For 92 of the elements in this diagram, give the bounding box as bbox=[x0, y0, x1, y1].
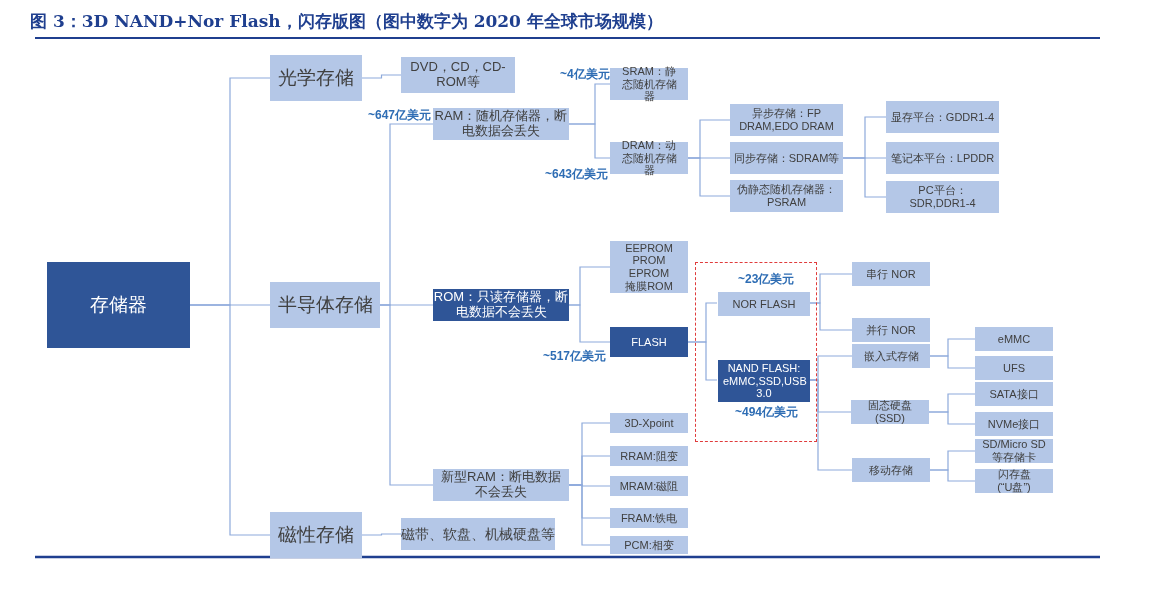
connector-line bbox=[929, 469, 976, 482]
node-label: eMMC bbox=[997, 332, 1031, 346]
node-label: 异步存储：FP DRAM,EDO DRAM bbox=[738, 107, 835, 133]
connector-line bbox=[361, 533, 402, 536]
connector-line bbox=[842, 157, 887, 198]
connector-line bbox=[929, 355, 976, 369]
process-box bbox=[401, 57, 515, 93]
node-label: NVMe接口 bbox=[987, 417, 1041, 431]
process-box bbox=[401, 518, 555, 550]
process-box bbox=[730, 104, 843, 136]
connector-line bbox=[687, 341, 718, 381]
node-label: PCM:相变 bbox=[624, 538, 674, 552]
node-label: ROM：只读存储器，断电数据不会丢失 bbox=[433, 290, 569, 320]
process-box bbox=[270, 512, 362, 558]
process-box bbox=[270, 282, 380, 328]
process-box bbox=[975, 469, 1053, 493]
dashed-group-frame bbox=[695, 262, 817, 442]
node-label: 磁带、软盘、机械硬盘等 bbox=[401, 525, 555, 543]
process-box bbox=[852, 458, 930, 482]
connector-line bbox=[568, 123, 611, 159]
connector-line bbox=[568, 484, 611, 546]
process-box bbox=[852, 262, 930, 286]
market-size-label: ~23亿美元 bbox=[738, 271, 795, 288]
process-box bbox=[47, 262, 190, 348]
process-box bbox=[730, 180, 843, 212]
node-label: DVD，CD，CD-ROM等 bbox=[409, 60, 507, 90]
market-size-label: ~4亿美元 bbox=[560, 66, 610, 83]
connector-line bbox=[361, 74, 402, 79]
node-label: 磁性存储 bbox=[278, 524, 354, 546]
process-box bbox=[610, 446, 688, 466]
process-box bbox=[610, 536, 688, 554]
process-box bbox=[886, 101, 999, 133]
node-label: 半导体存储 bbox=[277, 294, 373, 316]
process-box bbox=[975, 356, 1053, 380]
process-box bbox=[975, 439, 1053, 463]
node-label: 笔记本平台：LPDDR bbox=[890, 151, 995, 165]
node-label: 3D-Xpoint bbox=[624, 416, 674, 430]
market-size-label: ~643亿美元 bbox=[545, 166, 609, 183]
node-label: DRAM：动态随机存储器 bbox=[620, 139, 678, 177]
node-label: NOR FLASH bbox=[732, 297, 796, 311]
node-label: 同步存储：SDRAM等 bbox=[733, 151, 840, 165]
process-box bbox=[886, 181, 999, 213]
process-box bbox=[730, 142, 843, 174]
node-label: 伪静态随机存储器：PSRAM bbox=[736, 183, 837, 209]
process-box bbox=[610, 241, 688, 293]
node-label: 光学存储 bbox=[278, 67, 354, 89]
node-label: EEPROM PROM EPROM 掩膜ROM bbox=[624, 241, 674, 293]
node-label: RAM：随机存储器，断电数据会丢失 bbox=[433, 109, 569, 139]
node-label: 并行 NOR bbox=[866, 323, 916, 337]
node-label: 闪存盘 (“U盘”) bbox=[996, 468, 1032, 494]
connector-line bbox=[687, 157, 731, 197]
connector-line bbox=[928, 411, 976, 425]
node-label: RRAM:阻变 bbox=[620, 449, 678, 463]
market-size-label: ~494亿美元 bbox=[735, 404, 799, 421]
node-label: FRAM:铁电 bbox=[620, 511, 678, 525]
node-label: 显存平台：GDDR1-4 bbox=[890, 110, 995, 124]
node-label: FLASH bbox=[631, 335, 667, 349]
market-size-label: ~647亿美元 bbox=[368, 107, 432, 124]
connector-line bbox=[568, 304, 611, 343]
process-box bbox=[852, 344, 930, 368]
process-box bbox=[718, 292, 810, 316]
process-box bbox=[610, 508, 688, 528]
node-label: 串行 NOR bbox=[866, 267, 916, 281]
node-label: SRAM：静态随机存储器 bbox=[620, 65, 678, 103]
node-label: 新型RAM：断电数据不会丢失 bbox=[441, 470, 561, 500]
node-label: NAND FLASH: eMMC,SSD,USB 3.0 bbox=[723, 362, 805, 400]
node-label: 存储器 bbox=[90, 294, 147, 316]
market-size-label: ~517亿美元 bbox=[543, 348, 607, 365]
connector-line bbox=[189, 304, 271, 536]
process-box bbox=[975, 412, 1053, 436]
process-box bbox=[610, 68, 688, 100]
process-box bbox=[886, 142, 999, 174]
process-box bbox=[975, 327, 1053, 351]
process-box bbox=[975, 382, 1053, 406]
node-label: PC平台：SDR,DDR1-4 bbox=[908, 184, 977, 210]
process-box bbox=[610, 476, 688, 496]
process-box bbox=[270, 55, 362, 101]
process-box bbox=[610, 327, 688, 357]
node-label: SD/Micro SD 等存储卡 bbox=[981, 438, 1047, 464]
process-box bbox=[851, 400, 929, 424]
node-label: MRAM:磁阻 bbox=[619, 479, 679, 493]
connector-line bbox=[379, 304, 434, 486]
node-label: 移动存储 bbox=[869, 463, 913, 477]
node-label: 嵌入式存储 bbox=[863, 349, 919, 363]
process-box bbox=[610, 413, 688, 433]
node-label: 固态硬盘 (SSD) bbox=[867, 399, 913, 425]
process-box bbox=[433, 469, 569, 501]
node-label: SATA接口 bbox=[989, 387, 1039, 401]
process-box bbox=[610, 142, 688, 174]
figure-title: 图 3：3D NAND+Nor Flash，闪存版图（图中数字为 2020 年全球市场规模） bbox=[30, 10, 663, 33]
process-box bbox=[852, 318, 930, 342]
node-label: UFS bbox=[1003, 361, 1025, 375]
